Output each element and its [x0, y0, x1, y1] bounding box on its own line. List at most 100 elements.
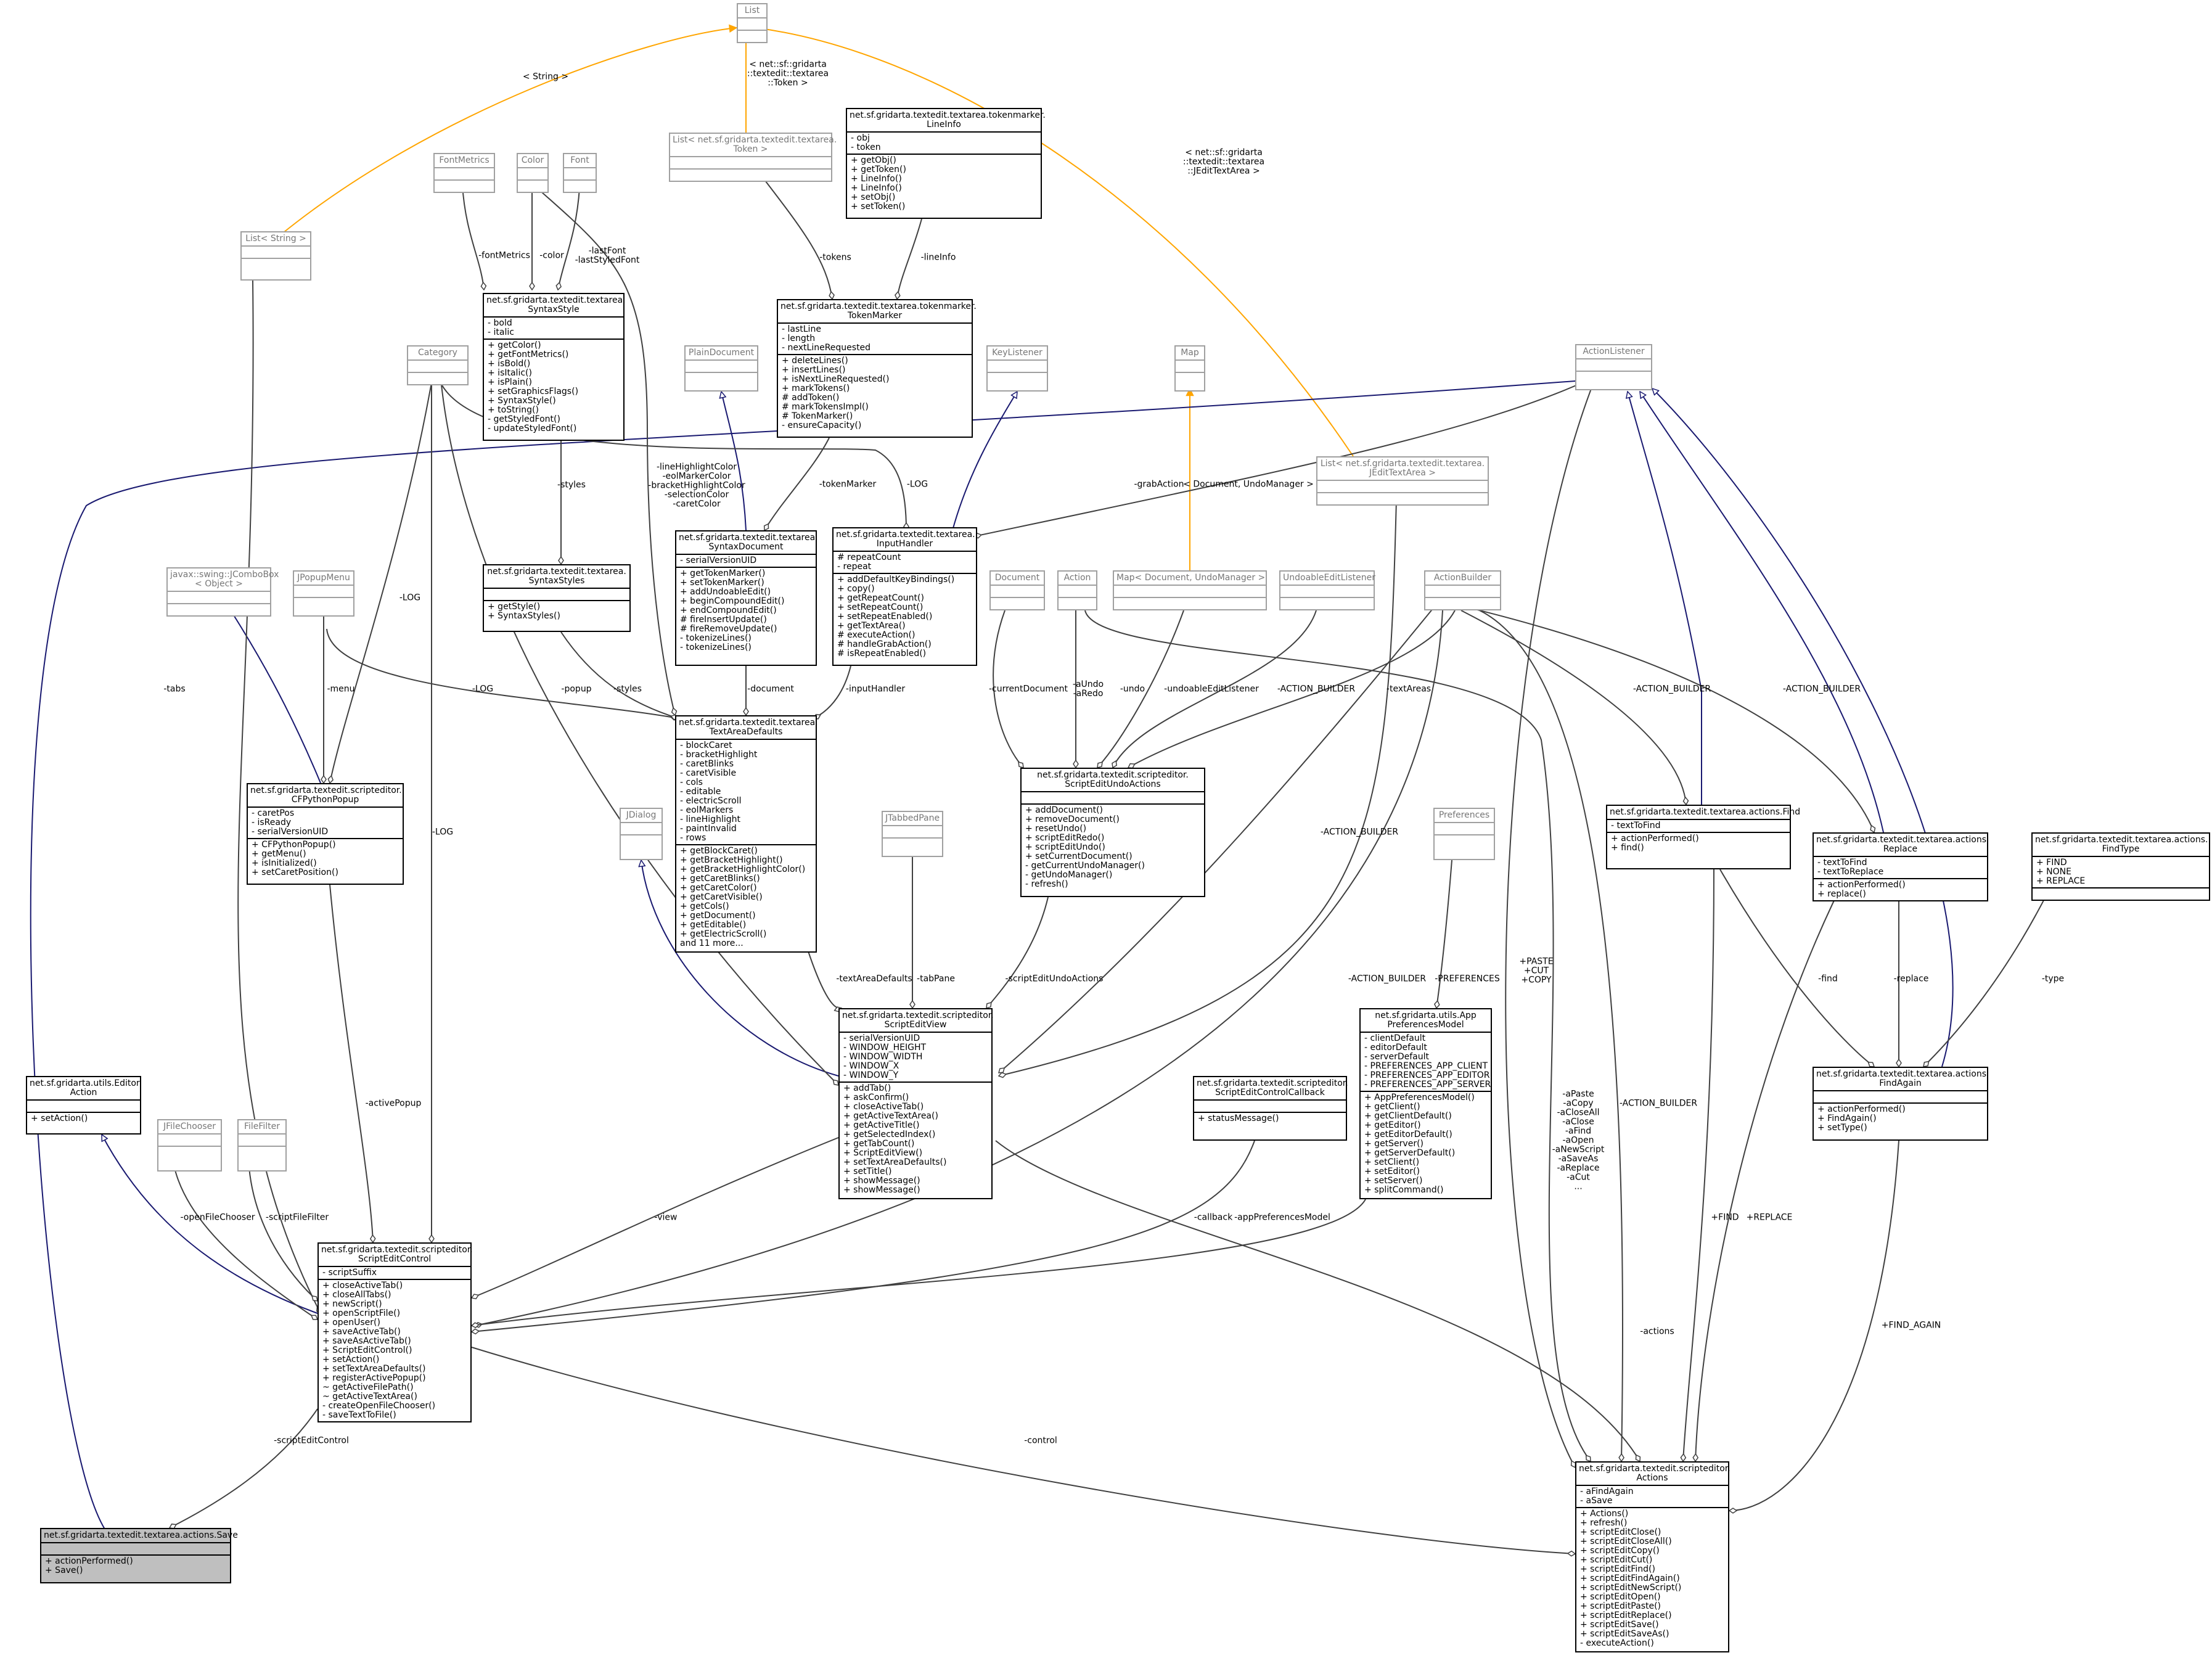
- edge-label-curdoc: -currentDocument: [988, 684, 1068, 694]
- edge-label-tokens: -tokens: [819, 252, 851, 263]
- attribute: - PREFERENCES_APP_CLIENT: [1364, 1061, 1488, 1071]
- edge-FIND: [1683, 869, 1714, 1461]
- edge-tabs: [237, 280, 321, 1313]
- method: # executeAction(): [837, 630, 916, 640]
- method: + scriptEditCloseAll(): [1580, 1537, 1672, 1546]
- class-name: javax::swing::JComboBox < Object >: [170, 570, 279, 589]
- attribute: - lastLine: [782, 324, 821, 334]
- edge-label-tokenmarker: -tokenMarker: [819, 479, 877, 490]
- edge-label-token: < net::sf::gridarta ::textedit::textarea…: [747, 59, 829, 88]
- method: + scriptEditFindAgain(): [1580, 1574, 1680, 1583]
- attribute: - rows: [680, 833, 707, 843]
- class-attributes: [518, 167, 547, 179]
- method: + setTitle(): [843, 1167, 892, 1176]
- edge-listjedit-list: [755, 28, 1354, 457]
- method: + getBracketHighlight(): [680, 855, 783, 865]
- class-line-info: net.sf.gridarta.textedit.textarea.tokenm…: [846, 108, 1046, 219]
- class-methods: + getBlockCaret()+ getBracketHighlight()…: [676, 844, 816, 950]
- edge-label-ab1: -ACTION_BUILDER: [1277, 684, 1356, 694]
- method: + isPlain(): [488, 377, 532, 387]
- class-methods: + actionPerformed()+ FindAgain()+ setTyp…: [1814, 1102, 1987, 1134]
- attribute: - scriptSuffix: [322, 1268, 377, 1278]
- edge-tokens: [761, 175, 832, 299]
- edge-label-pastecut: +PASTE +CUT +COPY: [1519, 956, 1554, 985]
- attribute: - PREFERENCES_APP_SERVER: [1364, 1080, 1491, 1090]
- class-methods: [670, 168, 831, 181]
- edge-label-callback: -callback: [1194, 1212, 1233, 1223]
- class-list-string: List< String >: [240, 231, 311, 281]
- attribute: - repeat: [837, 562, 872, 572]
- edge-log3: [440, 379, 838, 1085]
- method: - executeAction(): [1580, 1638, 1654, 1648]
- class-methods: + addTab()+ askConfirm()+ closeActiveTab…: [840, 1081, 991, 1196]
- method: + AppPreferencesModel(): [1364, 1093, 1475, 1102]
- edge-label-findagain: +FIND_AGAIN: [1881, 1320, 1941, 1331]
- method: + getServer(): [1364, 1139, 1424, 1149]
- method: + scriptEditNewScript(): [1580, 1583, 1682, 1593]
- method: + scriptEditOpen(): [1580, 1592, 1661, 1602]
- class-map: Map: [1174, 345, 1205, 392]
- class-methods: + statusMessage(): [1194, 1112, 1346, 1125]
- attribute: - textToFind: [1817, 858, 1867, 868]
- attribute: - aSave: [1580, 1496, 1613, 1506]
- method: + scriptEditSave(): [1580, 1620, 1659, 1630]
- method: - ensureCapacity(): [782, 421, 862, 430]
- class-cfpython-popup: net.sf.gridarta.textedit.scripteditor. C…: [247, 783, 404, 885]
- class-methods: [1576, 371, 1651, 383]
- class-attributes: [991, 585, 1044, 597]
- class-name: net.sf.gridarta.textedit.textarea.tokenm…: [780, 302, 977, 321]
- method: + getCaretVisible(): [680, 892, 763, 902]
- method: + closeActiveTab(): [843, 1102, 924, 1112]
- edge-label-fontmetrics: -fontMetrics: [478, 250, 530, 261]
- method: + closeActiveTab(): [322, 1281, 403, 1291]
- method: + openScriptFile(): [322, 1308, 401, 1318]
- method: + getSelectedIndex(): [843, 1130, 936, 1139]
- class-methods: + getStyle()+ SyntaxStyles(): [484, 600, 629, 622]
- class-methods: [883, 837, 942, 850]
- method: - getUndoManager(): [1025, 870, 1113, 880]
- class-name: net.sf.gridarta.textedit.scripteditor. S…: [1037, 770, 1189, 789]
- class-attributes: - bold- italic: [484, 316, 623, 339]
- attribute: - PREFERENCES_APP_EDITOR: [1364, 1070, 1490, 1080]
- class-save: net.sf.gridarta.textedit.textarea.action…: [40, 1528, 238, 1583]
- class-methods: [168, 603, 270, 615]
- class-name: net.sf.gridarta.textedit.textarea.action…: [2035, 835, 2208, 854]
- attribute: - textToReplace: [1817, 867, 1884, 877]
- edge-syntaxdocument-plaindocument: [721, 392, 747, 531]
- class-methods: + AppPreferencesModel()+ getClient()+ ge…: [1361, 1091, 1491, 1196]
- method: + CFPythonPopup(): [252, 840, 336, 850]
- attribute: - bold: [488, 318, 512, 328]
- edge-label-font: -lastFont -lastStyledFont: [575, 246, 640, 265]
- method: + isBold(): [488, 359, 531, 369]
- class-font: Font: [563, 153, 597, 193]
- class-list-token: List< net.sf.gridarta.textedit.textarea.…: [669, 133, 837, 182]
- method: and 11 more...: [680, 938, 743, 948]
- method: + setRepeatCount(): [837, 602, 924, 612]
- class-methods: [1059, 597, 1096, 609]
- attribute: - clientDefault: [1364, 1033, 1426, 1043]
- edge-ab2: [999, 604, 1437, 1073]
- edge-label-aundo: -aUndo -aRedo: [1072, 679, 1104, 699]
- method: + scriptEditFind(): [1580, 1564, 1655, 1574]
- class-key-listener: KeyListener: [986, 345, 1048, 392]
- class-methods: [242, 258, 310, 270]
- edge-label-prefs: -PREFERENCES: [1435, 974, 1500, 984]
- class-name: net.sf.gridarta.textedit.scripteditor. C…: [250, 786, 402, 805]
- attribute: - serialVersionUID: [252, 827, 329, 837]
- method: + getObj(): [851, 155, 896, 165]
- method: + registerActivePopup(): [322, 1373, 426, 1383]
- class-methods: [991, 597, 1044, 609]
- edge-grab: [974, 376, 1597, 536]
- class-jfile-chooser: JFileChooser: [157, 1119, 222, 1172]
- class-attributes: [27, 1099, 140, 1112]
- edge-callback: [472, 1140, 1255, 1332]
- edge-inputhandler: [814, 665, 851, 718]
- method: # isRepeatEnabled(): [837, 649, 927, 659]
- attribute: - length: [782, 334, 816, 343]
- class-attributes: - obj- token: [847, 131, 1041, 154]
- attribute: - cols: [680, 778, 703, 787]
- attribute: - token: [851, 142, 881, 152]
- method: + scriptEditClose(): [1580, 1527, 1661, 1537]
- method: + getEditor(): [1364, 1120, 1421, 1130]
- class-name: net.sf.gridarta.textedit.textarea. Synta…: [679, 533, 818, 552]
